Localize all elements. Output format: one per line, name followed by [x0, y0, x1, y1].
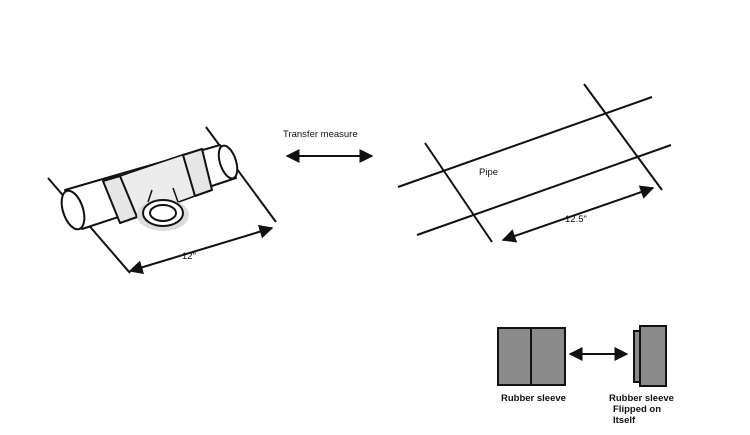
rubber-sleeve-label: Rubber sleeve	[501, 393, 566, 404]
pipe-section	[397, 83, 672, 243]
transfer-measure-label: Transfer measure	[283, 129, 358, 140]
rubber-sleeve-flipped-label-line1: Rubber sleeve	[609, 393, 674, 404]
rubber-sleeve-flipped-label-line2: Flipped on	[613, 404, 662, 415]
tee-sleeve-right	[182, 148, 213, 197]
pipe-cut-line-left	[424, 142, 493, 243]
pipe-top-edge	[397, 96, 653, 188]
rubber-sleeve-flipped	[633, 325, 667, 387]
rubber-sleeve-unfolded	[497, 327, 566, 386]
tee-branch-inner-ring	[149, 204, 177, 222]
tee-sleeve-left	[102, 175, 138, 224]
tee-dimension-arrow	[128, 224, 274, 275]
tee-pipe-right-end	[217, 144, 239, 180]
tee-fitting-assembly	[47, 126, 277, 275]
pipe-length-label: 12.5"	[565, 214, 587, 225]
rubber-sleeve-flipped-label-line3: Itself	[613, 415, 636, 426]
rubber-sleeve-flipped-body	[639, 325, 667, 387]
tee-branch-neck	[147, 187, 179, 203]
pipe-bottom-edge	[416, 144, 672, 236]
tee-extension-line-right	[205, 126, 277, 223]
tee-pipe-left-end	[60, 189, 86, 231]
pipe-dimension-arrow	[501, 185, 655, 243]
pipe-cut-line-right	[583, 83, 663, 191]
tee-length-label: 12"	[182, 251, 196, 262]
pipe-label: Pipe	[479, 167, 499, 178]
